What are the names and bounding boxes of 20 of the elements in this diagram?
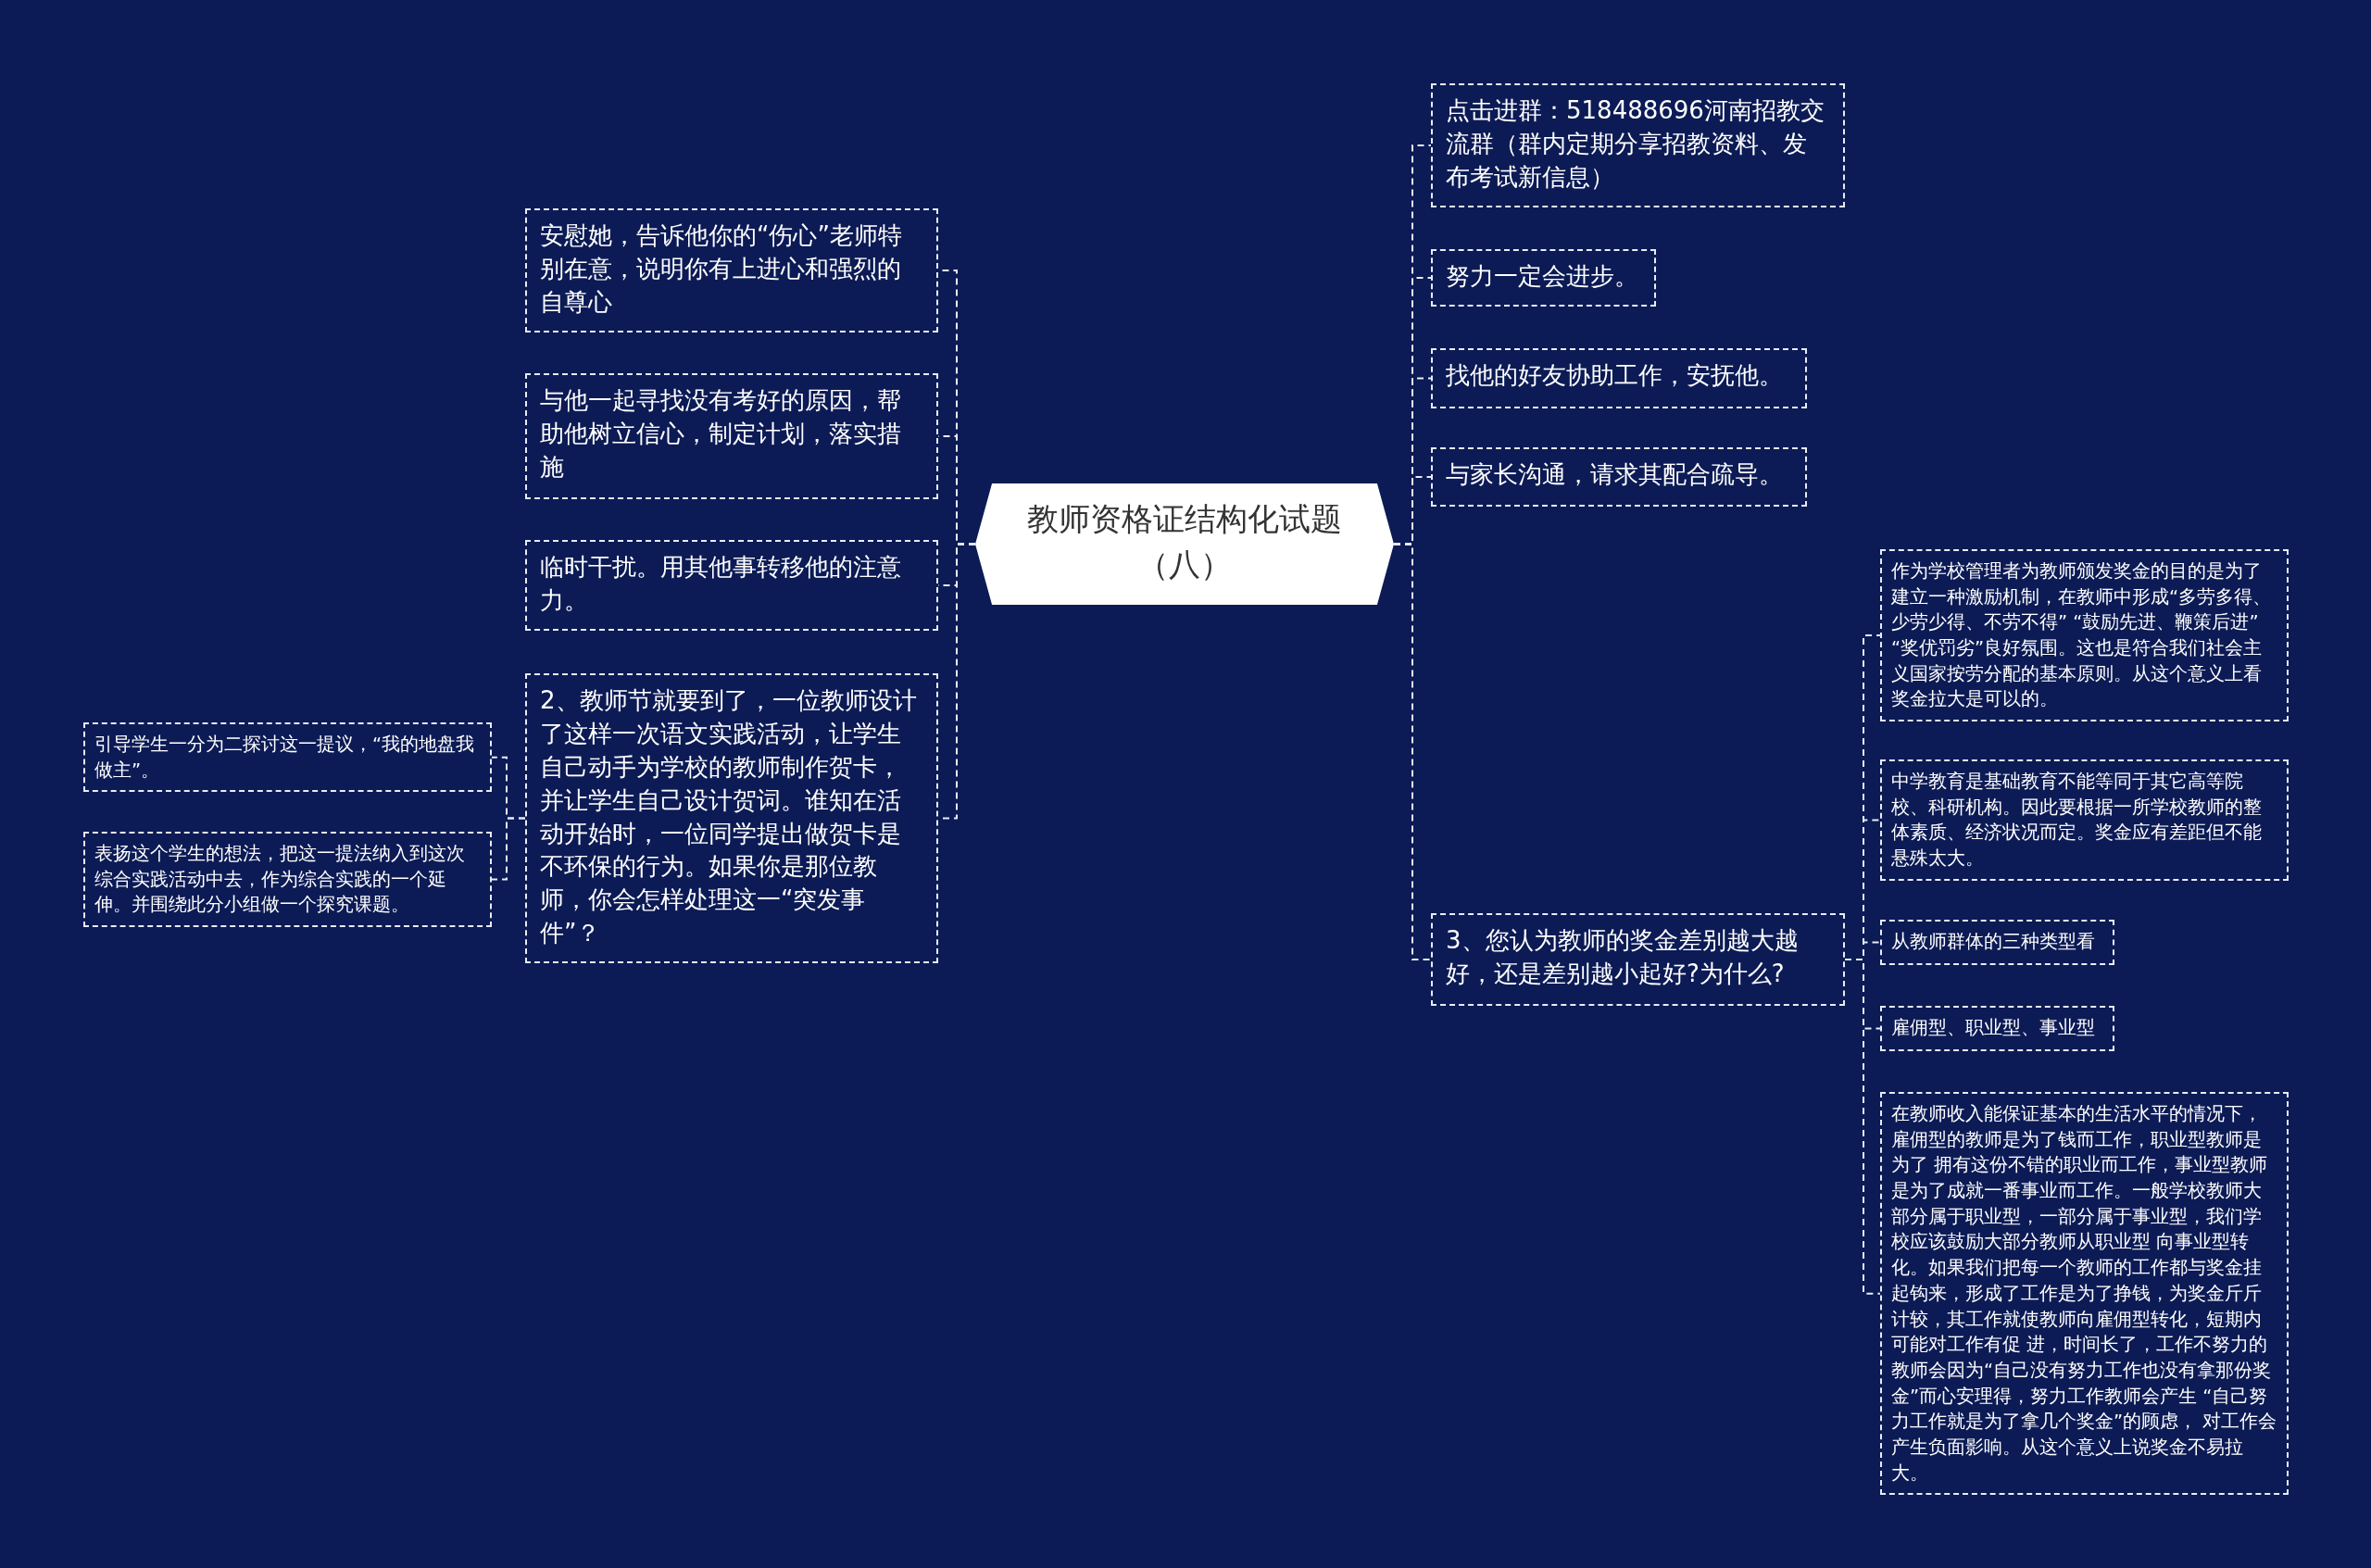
- connector-line: [1844, 959, 1881, 1295]
- topic-box: 努力一定会进步。: [1431, 249, 1656, 307]
- topic-box: 在教师收入能保证基本的生活水平的情况下，雇佣型的教师是为了钱而工作，职业型教师是为了 拥有这份不错的职业而工作，事业型教师是为了成就一番事业而工作。一般学校教师大部分属于职业型，一部分属于事业型，我们学校应该鼓励大部分教师从职业型 向事业型转化。如果我们把每一个教师的工作都与奖金挂起钩来，形成了工作是为了挣钱，为奖金斤斤计较，其工作就使教师向雇佣型转化，短期内可能对工作有促 进，时间长了，工作不努力的教师会因为“自己没有努力工作也没有拿那份奖金”而心安理得，努力工作教师会产生 “自己努力工作就是为了拿几个奖金”的顾虑， 对工作会产生负面影响。从这个意义上说奖金不易拉大。: [1880, 1092, 2289, 1496]
- topic-box: 找他的好友协助工作，安抚他。: [1431, 348, 1807, 408]
- topic-box: 从教师群体的三种类型看: [1880, 920, 2114, 965]
- topic-box: 临时干扰。用其他事转移他的注意力。: [525, 540, 938, 631]
- topic-box: 2、教师节就要到了，一位教师设计了这样一次语文实践活动，让学生自己动手为学校的教师制作贺卡，并让学生自己设计贺词。谁知在活动开始时，一位同学提出做贺卡是不环保的行为。如果你是那位教师，你会怎样处理这一“突发事件”？: [525, 673, 938, 963]
- central-topic-hexagon: 教师资格证结构化试题（八）: [975, 483, 1394, 605]
- topic-box: 安慰她，告诉他你的“伤心”老师特别在意，说明你有上进心和强烈的自尊心: [525, 208, 938, 332]
- connector-line: [491, 817, 526, 881]
- topic-box: 与他一起寻找没有考好的原因，帮助他树立信心，制定计划，落实措施: [525, 373, 938, 499]
- topic-box: 3、您认为教师的奖金差别越大越好，还是差别越小起好?为什么?: [1431, 913, 1845, 1006]
- topic-box: 中学教育是基础教育不能等同于其它高等院校、科研机构。因此要根据一所学校教师的整体素质、经济状况而定。奖金应有差距但不能悬殊太大。: [1880, 759, 2289, 881]
- topic-box: 表扬这个学生的想法，把这一提法纳入到这次综合实践活动中去，作为综合实践的一个延伸。并围绕此分小组做一个探究课题。: [83, 832, 492, 928]
- topic-box: 雇佣型、职业型、事业型: [1880, 1006, 2114, 1051]
- topic-box: 点击进群：518488696河南招教交流群（群内定期分享招教资料、发布考试新信息）: [1431, 83, 1845, 207]
- connector-line: [1393, 543, 1432, 960]
- topic-box: 引导学生一分为二探讨这一提议，“我的地盘我做主”。: [83, 722, 492, 793]
- topic-box: 与家长沟通，请求其配合疏导。: [1431, 447, 1807, 507]
- topic-box: 作为学校管理者为教师颁发奖金的目的是为了建立一种激励机制，在教师中形成“多劳多得、少劳少得、不劳不得” “鼓励先进、鞭策后进” “奖优罚劣”良好氛围。这也是符合我们社会主义国家按劳分配的基本原则。从这个意义上看奖金拉大是可以的。: [1880, 549, 2289, 722]
